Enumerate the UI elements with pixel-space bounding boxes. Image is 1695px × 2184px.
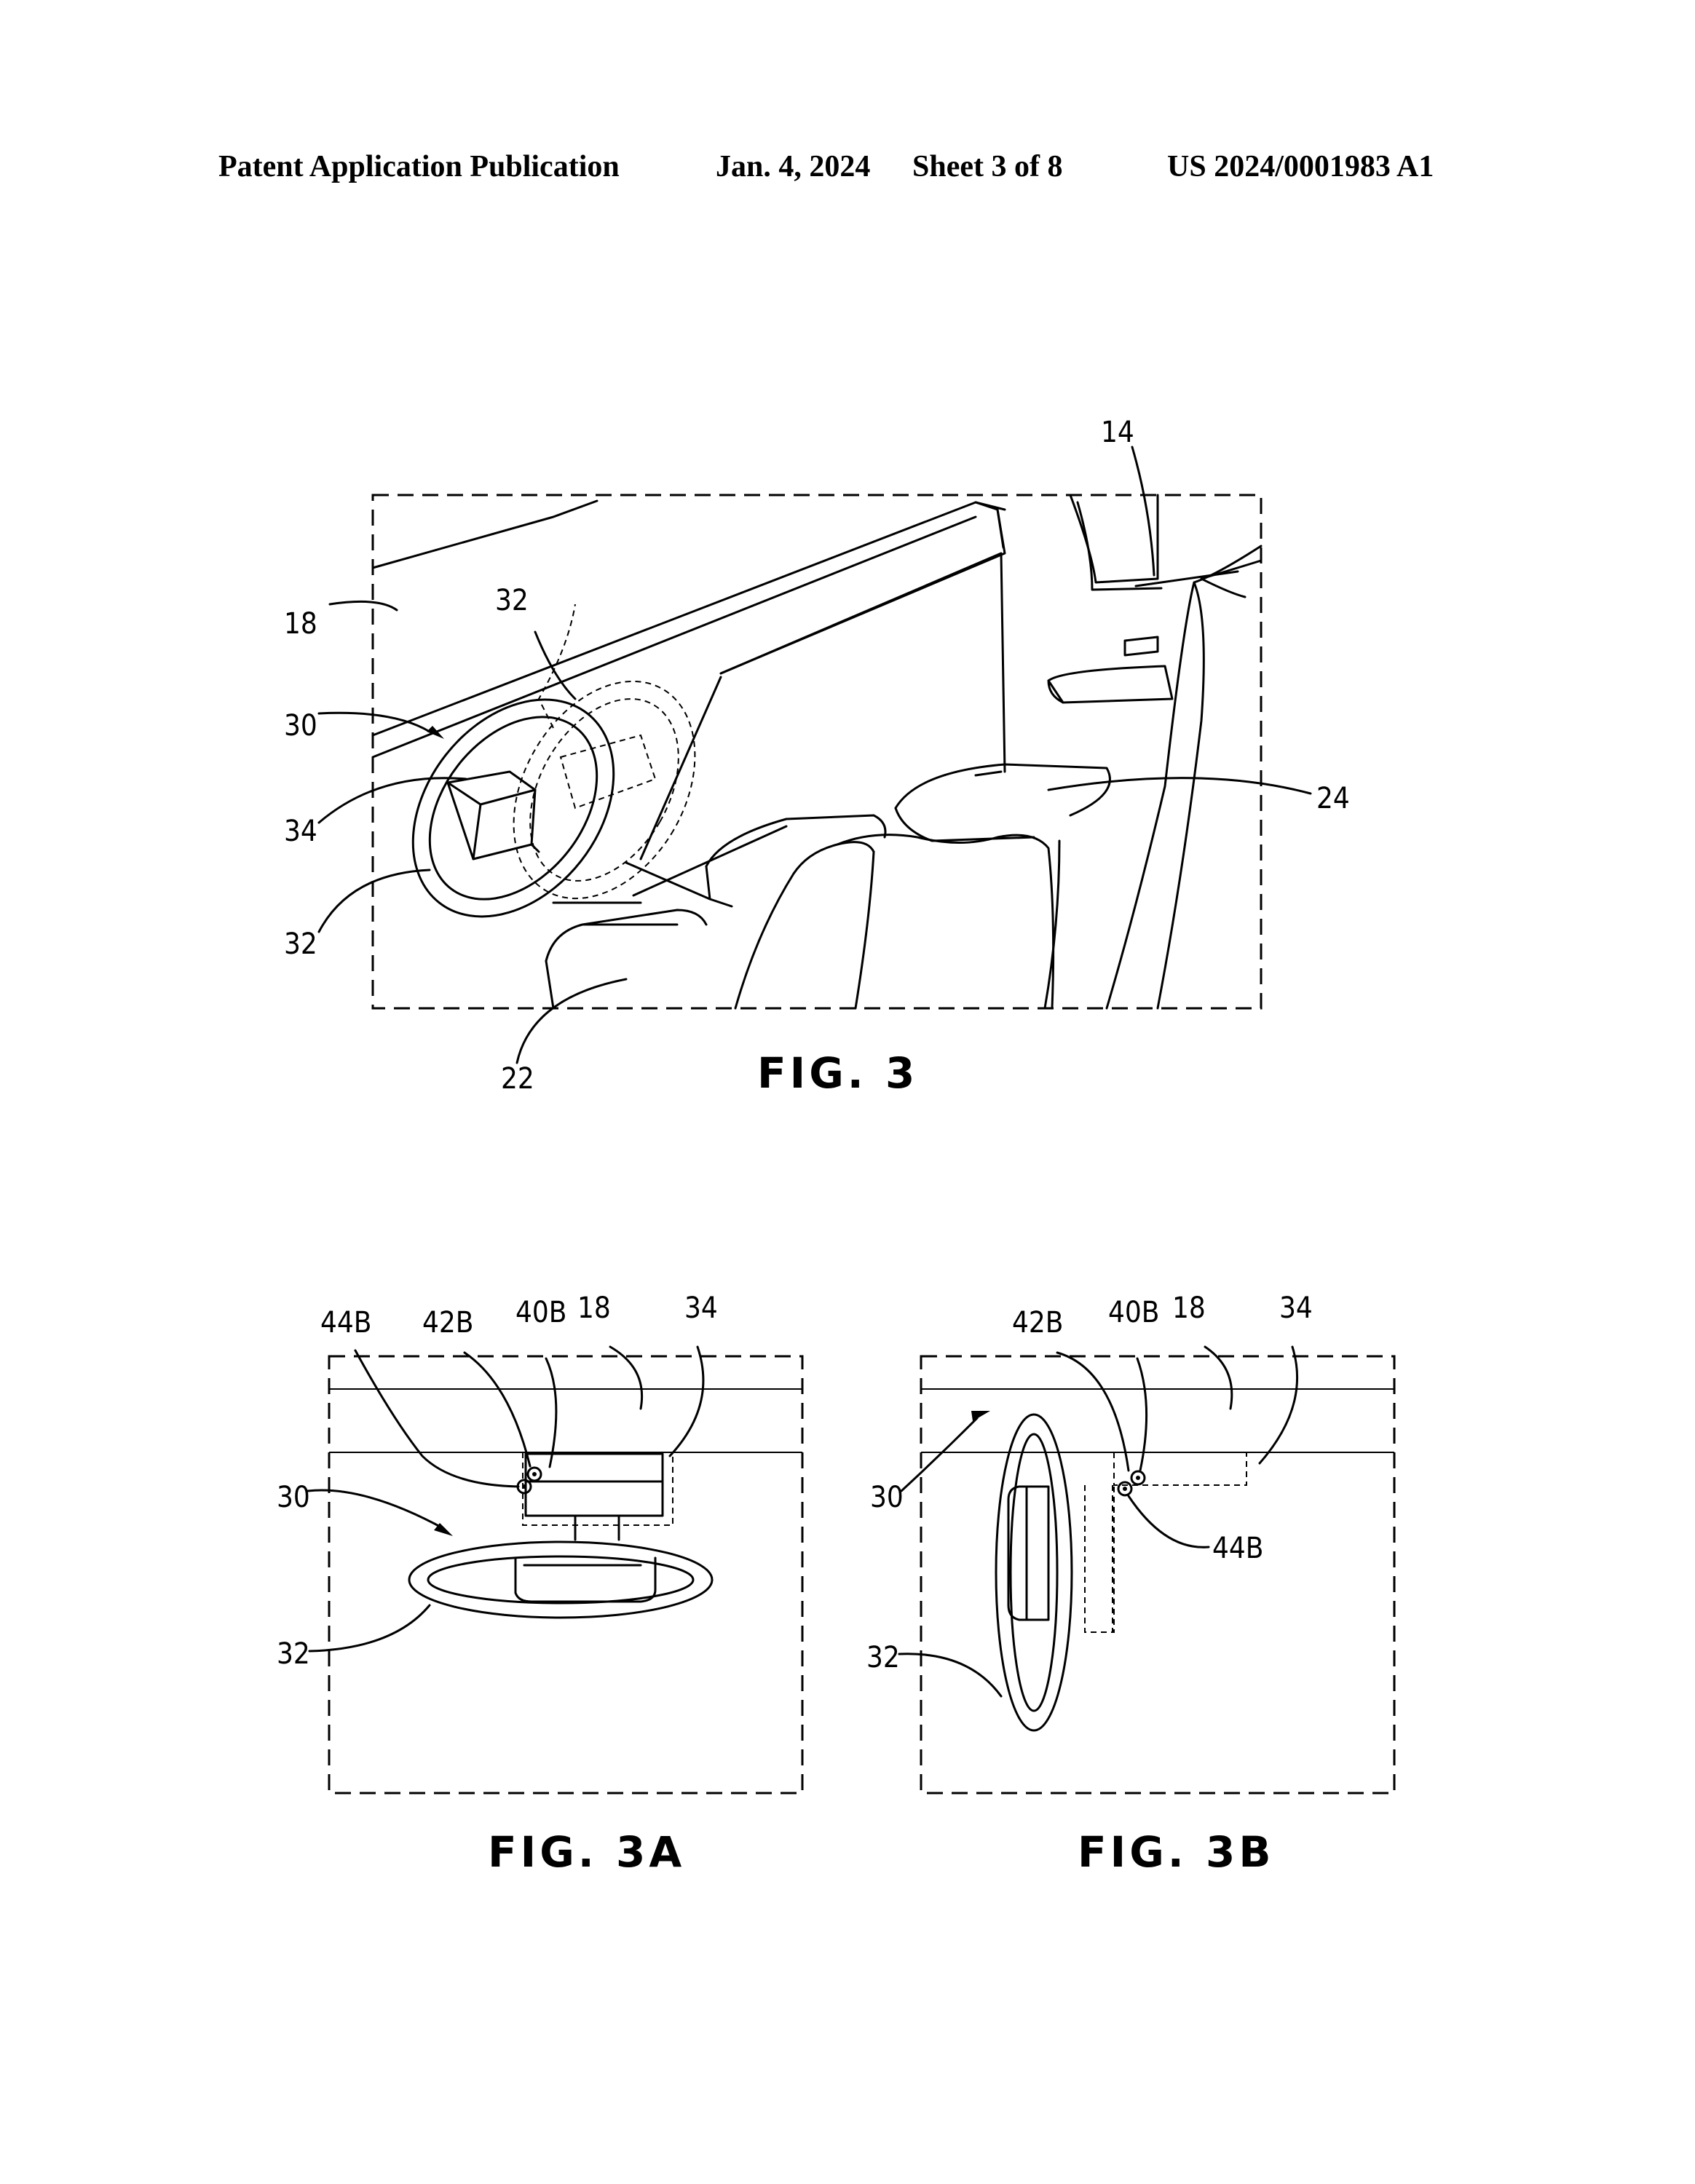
fig3b-label-44b: 44B: [1212, 1532, 1263, 1565]
fig3-label-22: 22: [501, 1062, 534, 1096]
fig3a-caption: FIG. 3A: [488, 1827, 686, 1877]
fig3-label-18: 18: [284, 607, 317, 641]
fig3b-label-34: 34: [1279, 1291, 1313, 1325]
fig3b-boundary: [920, 1355, 1396, 1795]
publication-date: Jan. 4, 2024: [716, 150, 871, 183]
fig3-boundary: [371, 494, 1263, 1010]
fig3a-label-34: 34: [684, 1291, 718, 1325]
fig3b-drawing: [898, 1345, 1396, 1795]
fig3b-label-42b: 42B: [1012, 1306, 1063, 1340]
fig3a-label-44b: 44B: [320, 1306, 371, 1340]
fig3-label-24: 24: [1316, 782, 1350, 815]
fig3-label-14: 14: [1101, 416, 1134, 449]
fig3b-label-30: 30: [870, 1481, 904, 1514]
fig3-caption: FIG. 3: [757, 1048, 919, 1098]
fig3-drawing: [317, 446, 1312, 1064]
fig3b-label-32: 32: [866, 1641, 900, 1674]
fig3-label-34: 34: [284, 815, 317, 848]
sheet-number: Sheet 3 of 8: [912, 150, 1063, 183]
fig3a-label-40b: 40B: [515, 1296, 566, 1329]
fig3a-drawing: [307, 1345, 804, 1795]
fig3a-label-18: 18: [577, 1291, 611, 1325]
publication-title: Patent Application Publication: [218, 150, 620, 183]
fig3a-label-30: 30: [277, 1481, 310, 1514]
fig3b-label-18: 18: [1172, 1291, 1206, 1325]
fig3a-boundary: [328, 1355, 804, 1795]
fig3-label-30: 30: [284, 709, 317, 743]
fig3-label-32-upper: 32: [495, 584, 529, 617]
fig3a-label-42b: 42B: [422, 1306, 473, 1340]
fig3b-label-40b: 40B: [1108, 1296, 1159, 1329]
fig3-label-32-lower: 32: [284, 927, 317, 961]
fig3a-label-32: 32: [277, 1637, 310, 1671]
fig3b-caption: FIG. 3B: [1078, 1827, 1275, 1877]
patent-number: US 2024/0001983 A1: [1167, 150, 1434, 183]
